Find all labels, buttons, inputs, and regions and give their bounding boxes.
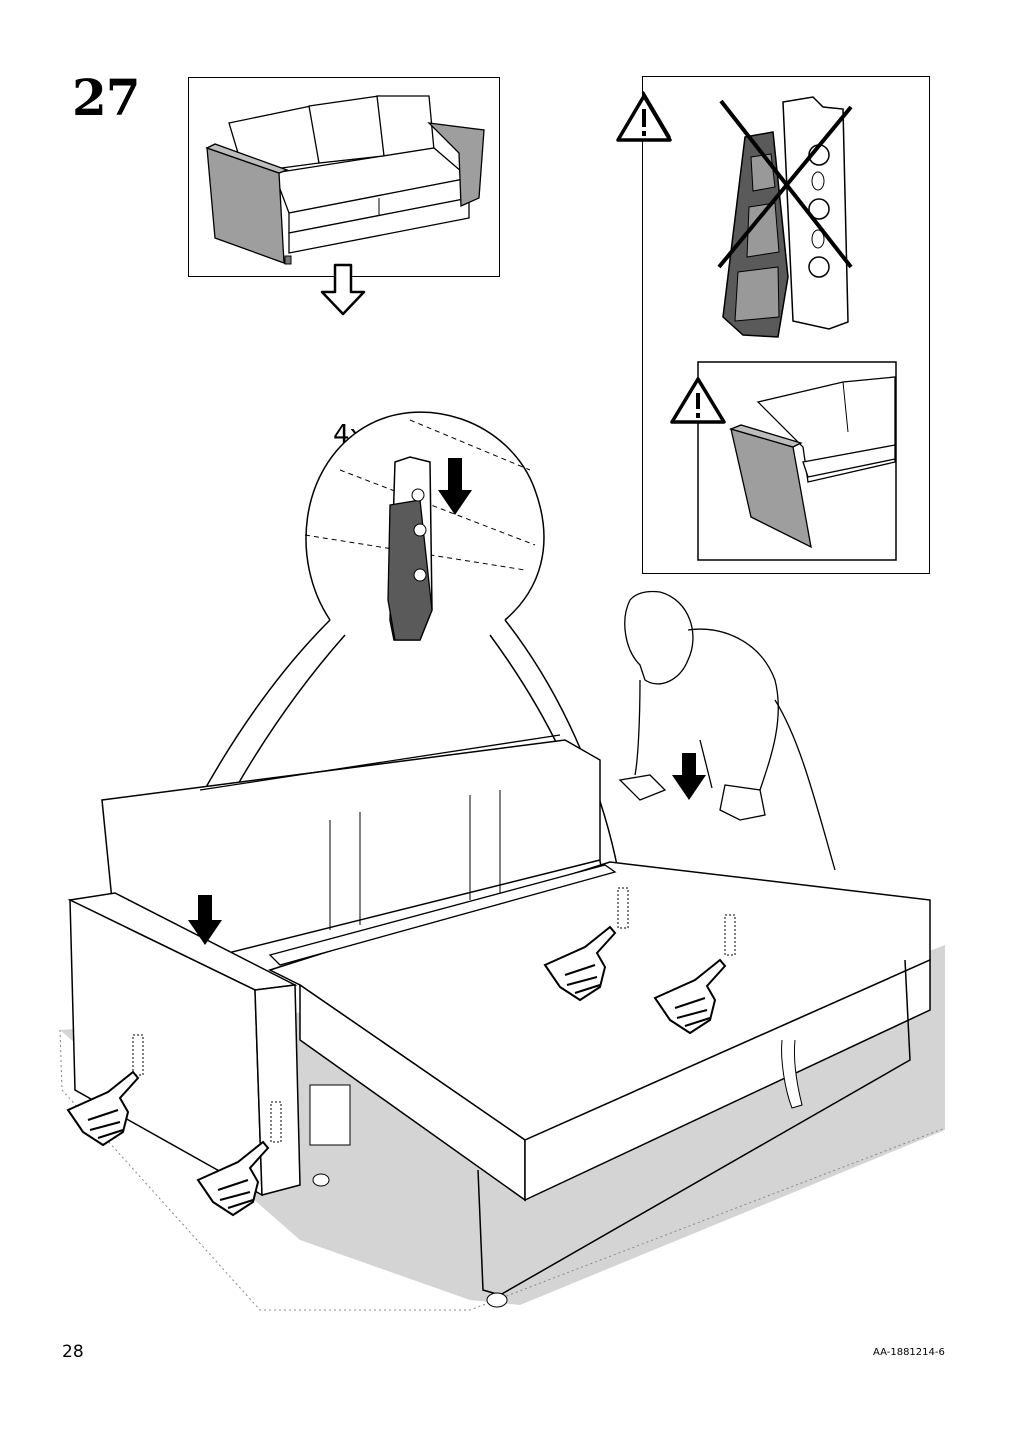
- sofa-preview-panel: [188, 77, 500, 277]
- zoom-detail-circle: [149, 411, 619, 911]
- warning-triangle-icon: [616, 94, 672, 142]
- step-number: 27: [72, 68, 141, 127]
- sofa-illustration: [205, 95, 485, 265]
- solid-down-arrow-icon: [438, 458, 472, 515]
- hollow-down-arrow-icon: [320, 263, 366, 316]
- page-number: 28: [62, 1342, 84, 1362]
- solid-down-arrow-icon: [672, 753, 706, 800]
- pointing-hand-icon: [653, 958, 727, 1035]
- pointing-hand-icon: [196, 1140, 270, 1217]
- pointing-hand-icon: [543, 925, 617, 1002]
- document-code: AA-1881214-6: [873, 1347, 945, 1358]
- solid-down-arrow-icon: [188, 895, 222, 945]
- warning-triangle-icon: [670, 377, 726, 424]
- metal-bracket-illustration: [782, 96, 849, 330]
- person-illustration: [618, 590, 836, 871]
- pointing-hand-icon: [66, 1070, 140, 1147]
- warning-panel: [642, 76, 930, 574]
